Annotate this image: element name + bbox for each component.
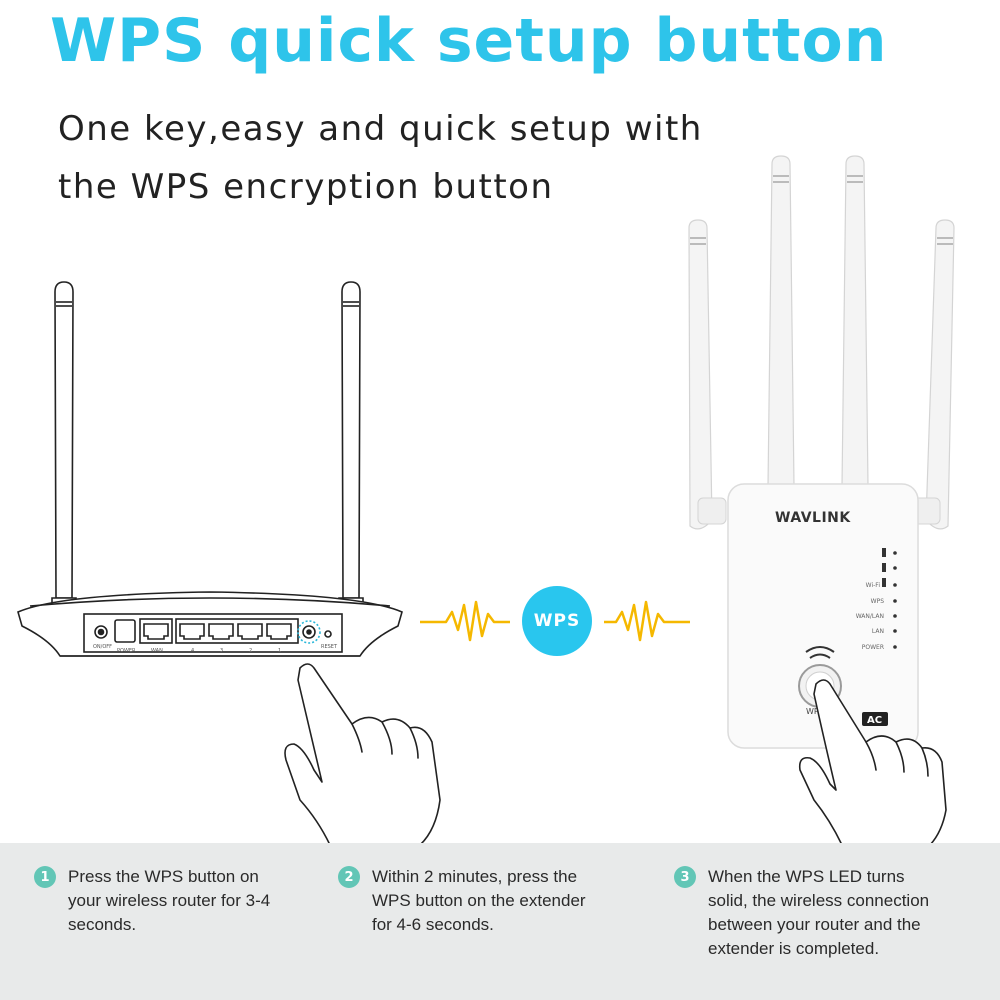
extender-brand-logo: WAVLINK — [775, 510, 851, 526]
router-port-label: RESET — [321, 644, 338, 650]
step-line: WPS button on the extender — [372, 891, 586, 910]
led-label: Wi-Fi — [866, 582, 881, 589]
extender-body — [727, 483, 919, 749]
router-power-button — [94, 625, 108, 639]
step-line: seconds. — [68, 915, 137, 934]
extender-antenna — [911, 219, 955, 530]
subtitle-line: One key,easy and quick setup with — [58, 109, 703, 149]
router-port-label: 4 — [191, 648, 194, 654]
router-port-label: WAN — [151, 648, 163, 654]
subtitle-line: the WPS encryption button — [58, 167, 554, 207]
router-port-label: 1 — [278, 648, 281, 654]
step-number-badge: 2 — [338, 866, 360, 888]
extender-ac-badge: AC — [862, 712, 888, 726]
step-2: 2 Within 2 minutes, press the WPS button… — [338, 865, 620, 937]
hand-pointing-extender-icon — [798, 679, 947, 845]
illustration: ON/OFF POWER WAN 4 3 2 1 RESET — [17, 155, 955, 845]
led-label: WPS — [871, 598, 885, 605]
step-number-badge: 1 — [34, 866, 56, 888]
signal-wave-right — [604, 600, 690, 642]
router-port-label: ON/OFF — [93, 644, 112, 650]
page-title: WPS quick setup button — [50, 6, 888, 76]
router-port-label: 3 — [220, 648, 223, 654]
step-line: extender is completed. — [708, 939, 880, 958]
extender-led-labels: Wi-Fi WPS WAN/LAN LAN POWER — [856, 582, 884, 651]
extender-wps-label: WPS — [806, 707, 824, 716]
router-antenna-left — [51, 281, 77, 611]
step-line: your wireless router for 3-4 — [68, 891, 271, 910]
extender-antenna — [841, 155, 869, 487]
wps-badge: WPS — [522, 586, 592, 656]
signal-wave-left — [420, 600, 510, 642]
ac-badge-label: AC — [867, 715, 882, 726]
router-antenna-right — [338, 281, 364, 611]
step-line: When the WPS LED turns — [708, 867, 905, 886]
router-port-labels: ON/OFF POWER WAN 4 3 2 1 RESET — [93, 644, 338, 654]
instructions-panel: 1 Press the WPS button on your wireless … — [0, 843, 1000, 1000]
page-subtitle: One key,easy and quick setup with the WP… — [58, 100, 778, 216]
extender-led-panel — [882, 548, 897, 649]
router-wps-button — [297, 620, 321, 644]
step-1: 1 Press the WPS button on your wireless … — [34, 865, 286, 937]
router-reset-button — [324, 630, 332, 638]
extender-illustration: WAVLINK Wi-Fi WPS WAN/LAN LAN POWER WPS — [688, 155, 955, 749]
router-port-label: 2 — [249, 648, 252, 654]
led-label: LAN — [872, 628, 884, 635]
step-line: for 4-6 seconds. — [372, 915, 494, 934]
step-line: solid, the wireless connection — [708, 891, 930, 910]
extender-antenna — [767, 155, 795, 487]
extender-antenna — [688, 219, 727, 530]
router-port-label: POWER — [117, 648, 136, 654]
router-power-jack — [114, 619, 136, 643]
step-text: Within 2 minutes, press the WPS button o… — [372, 865, 620, 937]
step-text: When the WPS LED turns solid, the wirele… — [708, 865, 966, 961]
router-ethernet-ports — [139, 618, 299, 644]
router-illustration — [17, 281, 403, 657]
step-line: between your router and the — [708, 915, 921, 934]
step-3: 3 When the WPS LED turns solid, the wire… — [674, 865, 966, 961]
led-label: WAN/LAN — [856, 613, 884, 620]
step-line: Press the WPS button on — [68, 867, 259, 886]
step-text: Press the WPS button on your wireless ro… — [68, 865, 286, 937]
step-number-badge: 3 — [674, 866, 696, 888]
led-label: POWER — [862, 644, 884, 651]
hand-pointing-router-icon — [284, 663, 441, 845]
step-line: Within 2 minutes, press the — [372, 867, 578, 886]
